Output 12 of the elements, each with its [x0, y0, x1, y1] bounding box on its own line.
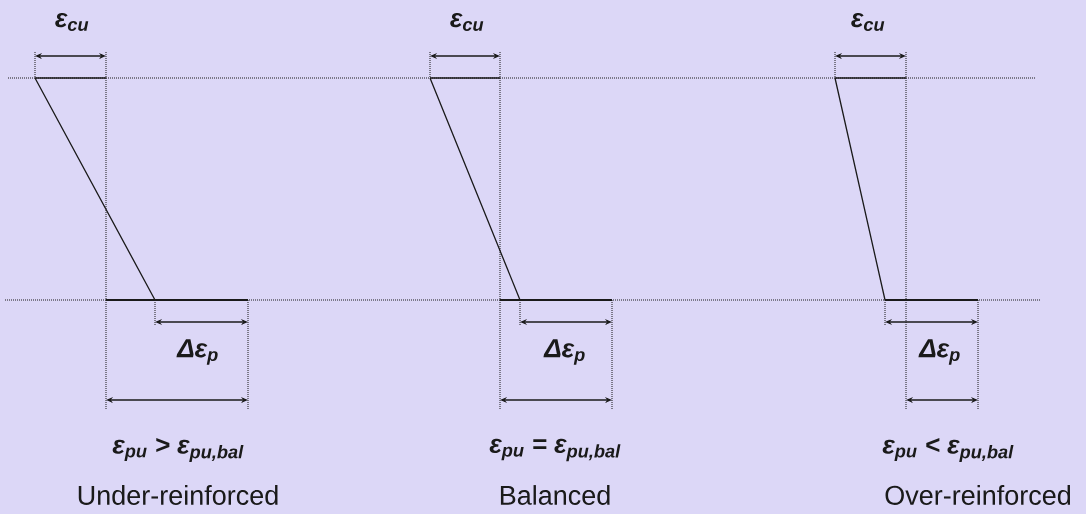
- symbol-label: ε$_{cu}$: [851, 13, 885, 31]
- symbol-label: ε$_{cu}$: [450, 13, 484, 31]
- symbol-label: ε$_{pu}$ < ε$_{pu,bal}$: [882, 438, 1014, 462]
- caption: Balanced: [500, 485, 610, 505]
- caption: Under-reinforced: [78, 485, 278, 505]
- caption: Over-reinforced: [885, 485, 1071, 505]
- symbol-label: Δε$_{p}$: [543, 339, 585, 365]
- symbol-label: Δε$_{p}$: [176, 339, 218, 365]
- symbol-label: ε$_{cu}$: [55, 13, 89, 31]
- symbol-label: ε$_{pu}$ = ε$_{pu,bal}$: [489, 438, 621, 462]
- symbol-label: Δε$_{p}$: [918, 339, 960, 365]
- symbol-label: ε$_{pu}$ > ε$_{pu,bal}$: [112, 438, 244, 462]
